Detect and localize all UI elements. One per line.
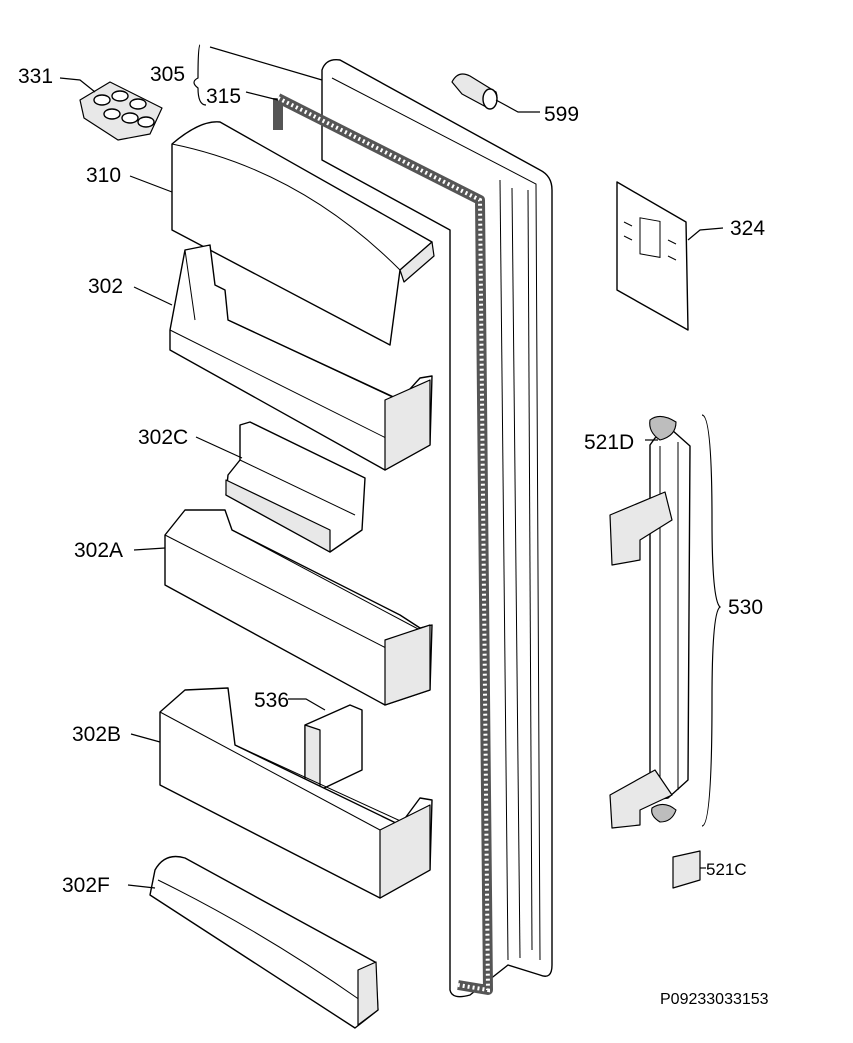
- door-shelf-302: [169, 244, 433, 471]
- egg-tray-331: [79, 81, 163, 141]
- label-302c: 302C: [138, 426, 188, 449]
- door-gasket-315: [273, 93, 493, 995]
- end-cap-521c: [672, 850, 701, 889]
- label-302b: 302B: [72, 723, 121, 746]
- leader-lines: [59, 44, 724, 889]
- hinge-pin-599: [451, 73, 498, 110]
- label-331: 331: [18, 65, 53, 88]
- door-shelf-302a: [164, 509, 433, 706]
- reference-code: P09233033153: [660, 991, 769, 1008]
- info-label-324: [616, 181, 689, 331]
- label-310: 310: [86, 164, 121, 187]
- label-324: 324: [730, 217, 765, 240]
- part-labels: 331 305 315 599 310 324 302 302C 521D 30…: [18, 63, 765, 897]
- label-302: 302: [88, 275, 123, 298]
- label-521c: 521C: [706, 860, 747, 879]
- label-530: 530: [728, 596, 763, 619]
- door-handle-530: [609, 415, 691, 829]
- shelf-front-302f: [149, 855, 379, 1029]
- label-521d: 521D: [584, 431, 634, 454]
- label-302f: 302F: [62, 874, 110, 897]
- door-shelf-302b: [159, 687, 433, 899]
- door-frame-305: [321, 59, 553, 998]
- label-315: 315: [206, 85, 241, 108]
- label-599: 599: [544, 103, 579, 126]
- shelf-separator-536: [304, 704, 363, 791]
- dairy-compartment-lid-310: [171, 121, 435, 346]
- label-305: 305: [150, 63, 185, 86]
- label-536: 536: [254, 689, 289, 712]
- label-302a: 302A: [74, 539, 123, 562]
- small-door-bin-302c: [225, 421, 366, 553]
